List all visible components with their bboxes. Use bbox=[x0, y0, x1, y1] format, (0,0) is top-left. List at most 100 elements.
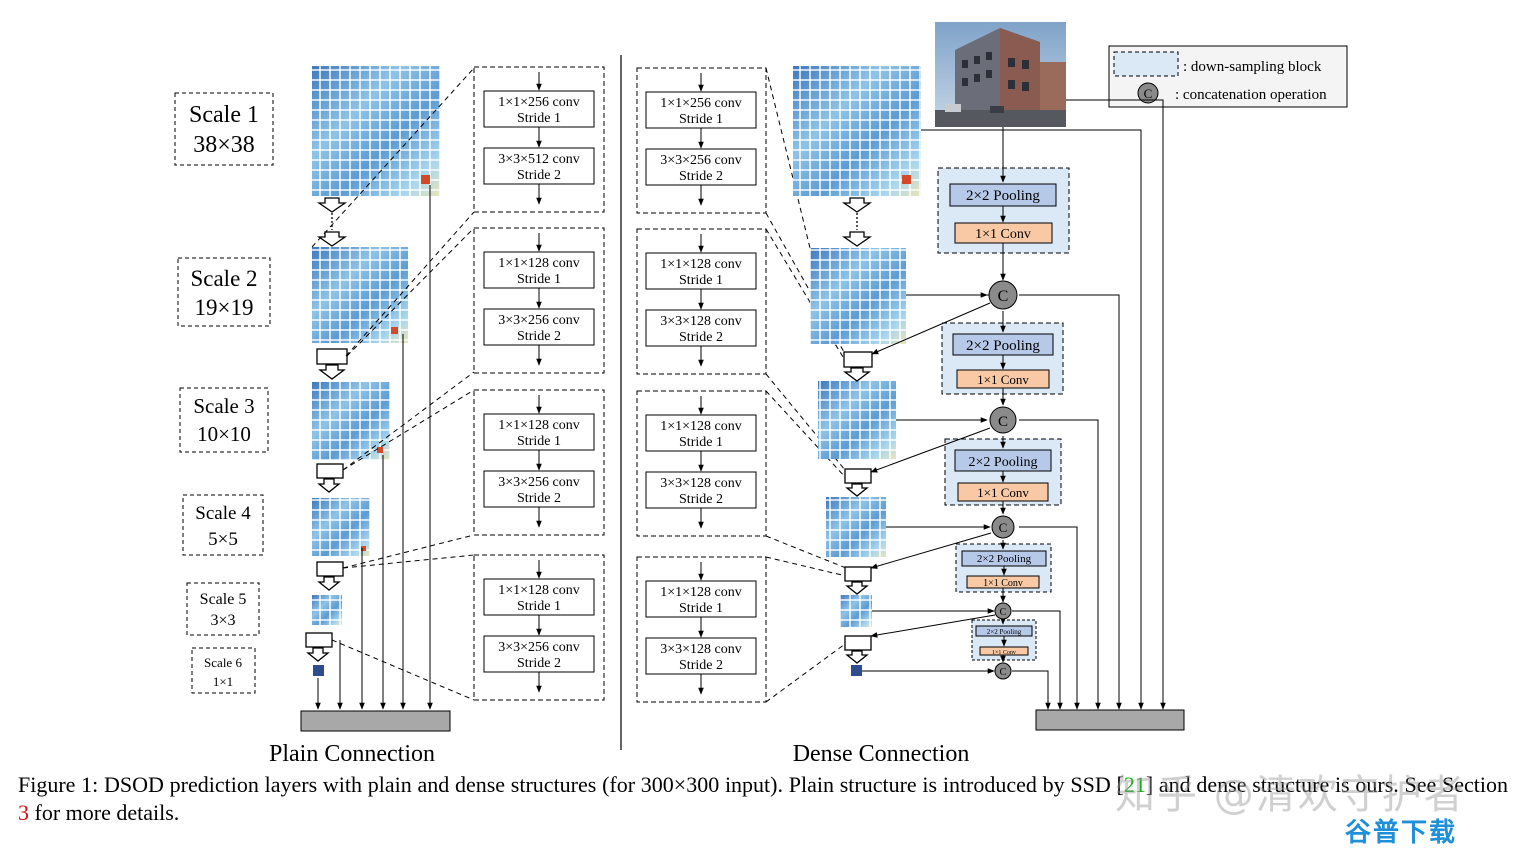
scale-label-6: Scale 6 1×1 bbox=[191, 647, 256, 694]
dense-block-3-stride1: Stride 1 bbox=[679, 435, 723, 450]
plain-block-4-conv1: 1×1×128 conv bbox=[498, 583, 580, 598]
scale-label-4: Scale 4 5×5 bbox=[182, 494, 264, 556]
plain-feature-map-6 bbox=[313, 665, 324, 676]
dense-feature-map-6 bbox=[851, 665, 862, 676]
downsample-block-3: 2×2 Pooling 1×1 Conv bbox=[944, 438, 1062, 506]
dense-block-2-stride2: Stride 2 bbox=[679, 330, 723, 345]
caption-text-1: Figure 1: DSOD prediction layers with pl… bbox=[18, 772, 1124, 797]
plain-block-2-conv2: 3×3×256 conv bbox=[498, 313, 580, 328]
plain-output-bar bbox=[300, 710, 451, 732]
concat-node-5 bbox=[994, 662, 1012, 680]
scale-label-3: Scale 3 10×10 bbox=[179, 387, 269, 453]
downsample-block-4: 2×2 Pooling 1×1 Conv bbox=[955, 543, 1052, 593]
pooling-layer-5: 2×2 Pooling bbox=[987, 628, 1022, 636]
dense-output-bar bbox=[1035, 709, 1185, 731]
concat-node-4 bbox=[994, 602, 1012, 620]
figure-caption: Figure 1: DSOD prediction layers with pl… bbox=[18, 771, 1508, 827]
dense-block-3-stride2: Stride 2 bbox=[679, 492, 723, 507]
dense-block-1-stride1: Stride 1 bbox=[679, 112, 723, 127]
dense-block-4: 1×1×128 conv Stride 1 3×3×128 conv Strid… bbox=[636, 556, 767, 703]
dense-block-3: 1×1×128 conv Stride 1 3×3×128 conv Strid… bbox=[636, 390, 767, 537]
scale-2-size: 19×19 bbox=[195, 295, 254, 320]
dense-block-4-stride1: Stride 1 bbox=[679, 601, 723, 616]
concat-node-4-symbol: C bbox=[1000, 607, 1007, 618]
caption-text-2: ] and dense structure is ours. See Secti… bbox=[1145, 772, 1508, 797]
plain-block-1-stride2: Stride 2 bbox=[517, 168, 561, 183]
scale-1-name: Scale 1 bbox=[189, 102, 259, 128]
dense-feature-map-3 bbox=[818, 381, 896, 459]
plain-block-4-stride1: Stride 1 bbox=[517, 599, 561, 614]
input-image bbox=[935, 22, 1066, 127]
watermark-zhihu: 知乎 @清欢守护者 bbox=[1115, 772, 1466, 818]
plain-block-4-stride2: Stride 2 bbox=[517, 656, 561, 671]
scale-6-size: 1×1 bbox=[213, 674, 233, 689]
conv-layer-3: 1×1 Conv bbox=[977, 485, 1029, 500]
scale-label-5: Scale 5 3×3 bbox=[186, 582, 260, 636]
plain-feature-map-4 bbox=[312, 498, 370, 556]
plain-feature-map-2 bbox=[312, 247, 408, 343]
pooling-layer-2: 2×2 Pooling bbox=[966, 338, 1040, 354]
caption-ref-ssd[interactable]: 21 bbox=[1123, 772, 1146, 797]
concat-node-3-symbol: C bbox=[999, 520, 1008, 535]
dense-block-1-conv1: 1×1×256 conv bbox=[660, 96, 742, 111]
plain-block-4-conv2: 3×3×256 conv bbox=[498, 640, 580, 655]
legend-concat-icon bbox=[1137, 82, 1159, 104]
concat-node-2-symbol: C bbox=[998, 414, 1008, 430]
pooling-layer-1: 2×2 Pooling bbox=[966, 188, 1040, 204]
concat-node-3 bbox=[991, 515, 1015, 539]
plain-block-3-stride1: Stride 1 bbox=[517, 434, 561, 449]
plain-block-1: 1×1×256 conv Stride 1 3×3×512 conv Strid… bbox=[473, 66, 605, 213]
plain-block-1-conv2: 3×3×512 conv bbox=[498, 152, 580, 167]
plain-block-3-conv2: 3×3×256 conv bbox=[498, 475, 580, 490]
plain-block-1-stride1: Stride 1 bbox=[517, 111, 561, 126]
plain-block-2-stride2: Stride 2 bbox=[517, 329, 561, 344]
plain-block-3-conv1: 1×1×128 conv bbox=[498, 418, 580, 433]
dense-feature-map-2 bbox=[810, 248, 906, 344]
pooling-layer-3: 2×2 Pooling bbox=[969, 455, 1038, 470]
watermark-site: 谷普下载 bbox=[1345, 818, 1458, 848]
plain-block-4: 1×1×128 conv Stride 1 3×3×256 conv Strid… bbox=[473, 554, 605, 701]
caption-text-3: for more details. bbox=[29, 800, 180, 825]
dense-block-2-conv2: 3×3×128 conv bbox=[660, 314, 742, 329]
plain-feature-map-1 bbox=[312, 66, 440, 196]
scale-2-name: Scale 2 bbox=[190, 266, 257, 291]
scale-4-size: 5×5 bbox=[208, 529, 238, 550]
dense-block-1-conv2: 3×3×256 conv bbox=[660, 153, 742, 168]
scale-3-size: 10×10 bbox=[197, 422, 251, 446]
dense-feature-map-4 bbox=[826, 497, 886, 557]
plain-block-2-stride1: Stride 1 bbox=[517, 272, 561, 287]
conv-layer-1: 1×1 Conv bbox=[975, 227, 1031, 242]
scale-6-name: Scale 6 bbox=[204, 655, 242, 670]
plain-connection-title: Plain Connection bbox=[269, 741, 435, 767]
dense-block-4-stride2: Stride 2 bbox=[679, 658, 723, 673]
downsample-block-1: 2×2 Pooling 1×1 Conv bbox=[937, 167, 1070, 254]
dense-feature-map-5 bbox=[840, 595, 872, 627]
scale-3-name: Scale 3 bbox=[193, 394, 254, 418]
dense-feature-map-1 bbox=[793, 66, 921, 196]
dense-block-2-stride1: Stride 1 bbox=[679, 273, 723, 288]
plain-block-3-stride2: Stride 2 bbox=[517, 491, 561, 506]
pooling-layer-4: 2×2 Pooling bbox=[977, 553, 1032, 565]
scale-5-name: Scale 5 bbox=[200, 591, 247, 608]
plain-feature-map-3 bbox=[312, 382, 390, 460]
concat-node-1 bbox=[988, 280, 1018, 310]
plain-block-2-conv1: 1×1×128 conv bbox=[498, 256, 580, 271]
scale-5-size: 3×3 bbox=[210, 612, 235, 629]
conv-layer-4: 1×1 Conv bbox=[983, 578, 1023, 589]
caption-ref-section[interactable]: 3 bbox=[18, 800, 29, 825]
conv-layer-5: 1×1 Conv bbox=[992, 650, 1016, 656]
legend-concat-label: : concatenation operation bbox=[1175, 87, 1327, 103]
concat-node-2 bbox=[989, 406, 1017, 434]
dense-block-2-conv1: 1×1×128 conv bbox=[660, 257, 742, 272]
scale-1-size: 38×38 bbox=[193, 132, 255, 158]
concat-nodes: C C C C C bbox=[988, 280, 1018, 680]
dense-block-4-conv2: 3×3×128 conv bbox=[660, 642, 742, 657]
concat-node-5-symbol: C bbox=[1000, 667, 1007, 678]
plain-feature-map-5 bbox=[312, 595, 342, 625]
downsample-block-2: 2×2 Pooling 1×1 Conv bbox=[941, 322, 1064, 395]
plain-zoom-lines bbox=[311, 67, 475, 701]
legend: : down-sampling block C : concatenation … bbox=[1108, 45, 1348, 108]
plain-block-2: 1×1×128 conv Stride 1 3×3×256 conv Strid… bbox=[473, 227, 605, 374]
